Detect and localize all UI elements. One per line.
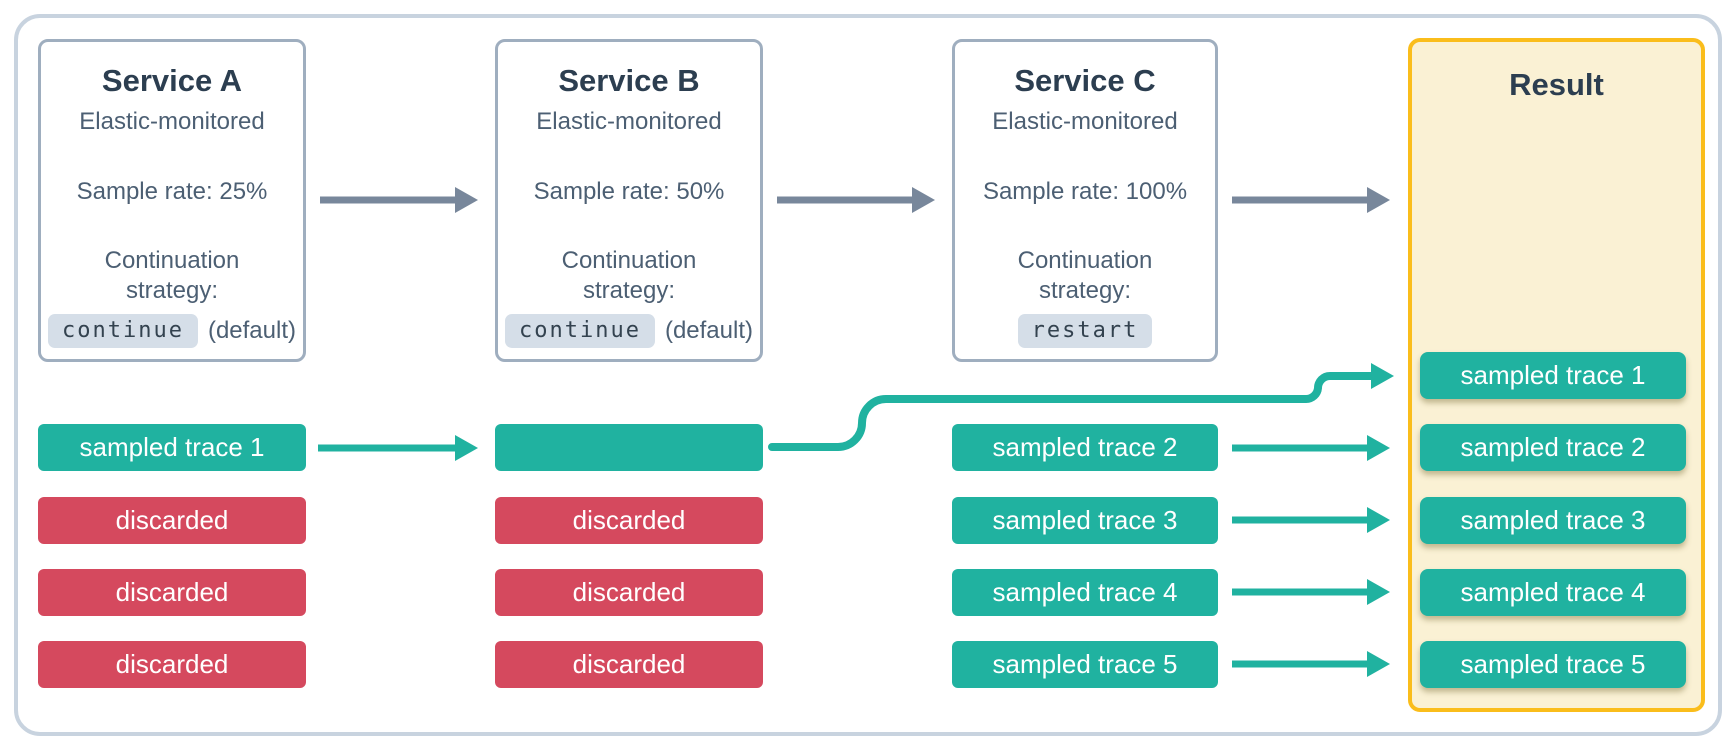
service-b-box: Service B Elastic-monitored Sample rate:… xyxy=(495,39,763,362)
service-b-strategy-label: Continuation strategy: xyxy=(561,247,697,304)
service-a-strategy-row: continue (default) xyxy=(41,314,303,348)
service-c-trace-row: sampled trace 4 xyxy=(952,569,1218,616)
result-trace-row: sampled trace 5 xyxy=(1420,641,1686,688)
service-b-strategy-row: continue (default) xyxy=(498,314,760,348)
service-c-strategy-value-chip: restart xyxy=(1017,314,1153,348)
service-b-strategy-value-chip: continue xyxy=(504,314,655,348)
result-trace-row: sampled trace 3 xyxy=(1420,497,1686,544)
service-a-sample-rate: Sample rate: 25% xyxy=(76,178,268,205)
service-b-trace-row xyxy=(495,424,763,471)
result-trace-row: sampled trace 4 xyxy=(1420,569,1686,616)
service-a-trace-row: discarded xyxy=(38,497,306,544)
result-trace-row: sampled trace 2 xyxy=(1420,424,1686,471)
service-a-box: Service A Elastic-monitored Sample rate:… xyxy=(38,39,306,362)
service-a-trace-row: discarded xyxy=(38,569,306,616)
outer-frame xyxy=(14,14,1722,736)
service-b-trace-row: discarded xyxy=(495,497,763,544)
service-a-title: Service A xyxy=(101,63,243,98)
service-a-strategy-label: Continuation strategy: xyxy=(104,247,240,304)
service-b-title: Service B xyxy=(558,63,700,98)
service-a-strategy-note: (default) xyxy=(207,317,296,344)
service-b-trace-row: discarded xyxy=(495,569,763,616)
service-c-trace-row: sampled trace 3 xyxy=(952,497,1218,544)
service-c-strategy-row: restart xyxy=(955,314,1215,348)
result-trace-row: sampled trace 1 xyxy=(1420,352,1686,399)
service-a-trace-row: discarded xyxy=(38,641,306,688)
service-b-monitoring: Elastic-monitored xyxy=(536,108,722,135)
service-c-box: Service C Elastic-monitored Sample rate:… xyxy=(952,39,1218,362)
service-c-monitoring: Elastic-monitored xyxy=(992,108,1178,135)
service-b-strategy-note: (default) xyxy=(664,317,753,344)
service-c-strategy-label: Continuation strategy: xyxy=(1017,247,1153,304)
service-c-trace-row: sampled trace 5 xyxy=(952,641,1218,688)
service-c-trace-row: sampled trace 2 xyxy=(952,424,1218,471)
service-a-monitoring: Elastic-monitored xyxy=(79,108,265,135)
result-title: Result xyxy=(1509,67,1604,102)
service-a-trace-row: sampled trace 1 xyxy=(38,424,306,471)
service-c-sample-rate: Sample rate: 100% xyxy=(982,178,1188,205)
service-b-trace-row: discarded xyxy=(495,641,763,688)
service-b-sample-rate: Sample rate: 50% xyxy=(533,178,725,205)
service-c-title: Service C xyxy=(1014,63,1156,98)
service-a-strategy-value-chip: continue xyxy=(47,314,198,348)
